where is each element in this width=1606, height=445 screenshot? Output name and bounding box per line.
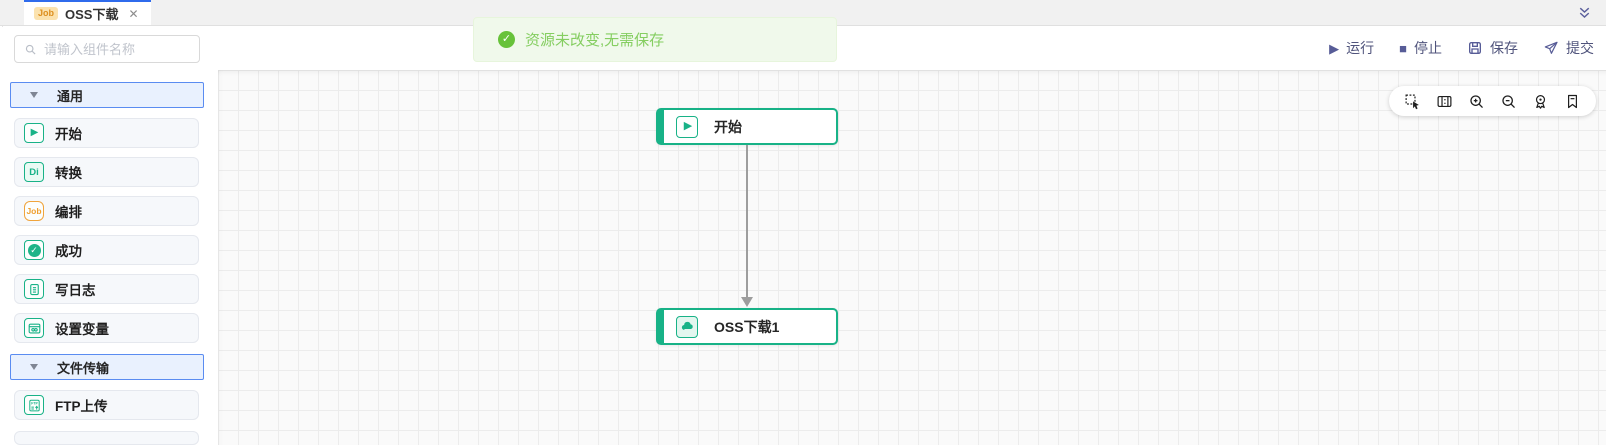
flow-canvas[interactable]: ▶ 开始 OSS下载1 [218, 70, 1606, 445]
sidebar-item-success[interactable]: ✓ 成功 [14, 235, 199, 265]
caret-down-icon [30, 92, 38, 98]
paper-plane-icon [1544, 41, 1558, 54]
cloud-icon [676, 315, 698, 338]
ftp-upload-icon: FTP [24, 395, 44, 415]
job-type-badge: Job [34, 7, 59, 20]
caret-down-icon [30, 364, 38, 370]
save-button[interactable]: 保存 [1467, 38, 1518, 58]
section-label: 文件传输 [57, 360, 110, 376]
play-icon: ▶ [676, 115, 698, 138]
sidebar-section-file-transfer[interactable]: 文件传输 [10, 354, 204, 380]
run-button[interactable]: ▶ 运行 [1329, 40, 1375, 56]
stop-square-icon: ■ [1399, 40, 1407, 56]
di-icon: Di [24, 162, 44, 182]
job-actions-toolbar: ▶ 运行 ■ 停止 保存 提交 [1329, 26, 1594, 70]
edge-arrowhead-icon [740, 297, 753, 307]
section-label: 通用 [57, 88, 84, 104]
flow-node-oss-download[interactable]: OSS下载1 [656, 308, 838, 345]
node-label: 开始 [714, 118, 742, 135]
success-check-icon: ✓ [498, 31, 515, 48]
search-icon [25, 44, 36, 55]
save-floppy-icon [1469, 42, 1481, 54]
flow-node-start[interactable]: ▶ 开始 [656, 108, 838, 145]
canvas-toolbar [1389, 86, 1596, 116]
submit-button[interactable]: 提交 [1543, 38, 1594, 58]
marquee-select-icon[interactable] [1404, 93, 1421, 110]
search-input[interactable] [44, 41, 190, 57]
bookmark-icon[interactable] [1564, 93, 1581, 110]
zoom-out-icon[interactable] [1500, 93, 1517, 110]
component-sidebar: 通用 ▶ 开始 Di 转换 Job 编排 ✓ 成功 写日志 设置变量 文件传输 [0, 27, 210, 445]
run-play-icon: ▶ [1329, 40, 1340, 56]
zoom-in-icon[interactable] [1468, 93, 1485, 110]
sidebar-item-ftp-upload[interactable]: FTP FTP上传 [14, 390, 199, 420]
double-chevron-down-icon[interactable] [1576, 5, 1593, 22]
sidebar-item-start[interactable]: ▶ 开始 [14, 118, 199, 148]
sidebar-item-orchestrate[interactable]: Job 编排 [14, 196, 199, 226]
tab-oss-download[interactable]: Job OSS下载 ✕ [24, 0, 151, 25]
stop-button[interactable]: ■ 停止 [1399, 40, 1442, 56]
component-search[interactable] [14, 35, 200, 63]
sidebar-item-partial[interactable] [14, 431, 199, 445]
fit-view-award-icon[interactable] [1532, 93, 1549, 110]
sidebar-section-general[interactable]: 通用 [10, 82, 204, 108]
tab-title: OSS下载 [65, 7, 119, 22]
tab-close-icon[interactable]: ✕ [128, 6, 139, 21]
toast-message: 资源未改变,无需保存 [525, 32, 665, 49]
variable-window-icon [24, 318, 44, 338]
log-document-icon [24, 279, 44, 299]
minimap-icon[interactable] [1436, 93, 1453, 110]
sidebar-item-transform[interactable]: Di 转换 [14, 157, 199, 187]
success-toast: ✓ 资源未改变,无需保存 [473, 17, 837, 62]
edge-start-to-oss[interactable] [746, 145, 748, 298]
node-label: OSS下载1 [714, 318, 780, 335]
svg-text:FTP: FTP [31, 401, 38, 405]
play-icon: ▶ [24, 123, 44, 143]
job-icon: Job [24, 201, 44, 221]
success-check-icon: ✓ [24, 240, 44, 260]
sidebar-item-write-log[interactable]: 写日志 [14, 274, 199, 304]
sidebar-item-set-variable[interactable]: 设置变量 [14, 313, 199, 343]
